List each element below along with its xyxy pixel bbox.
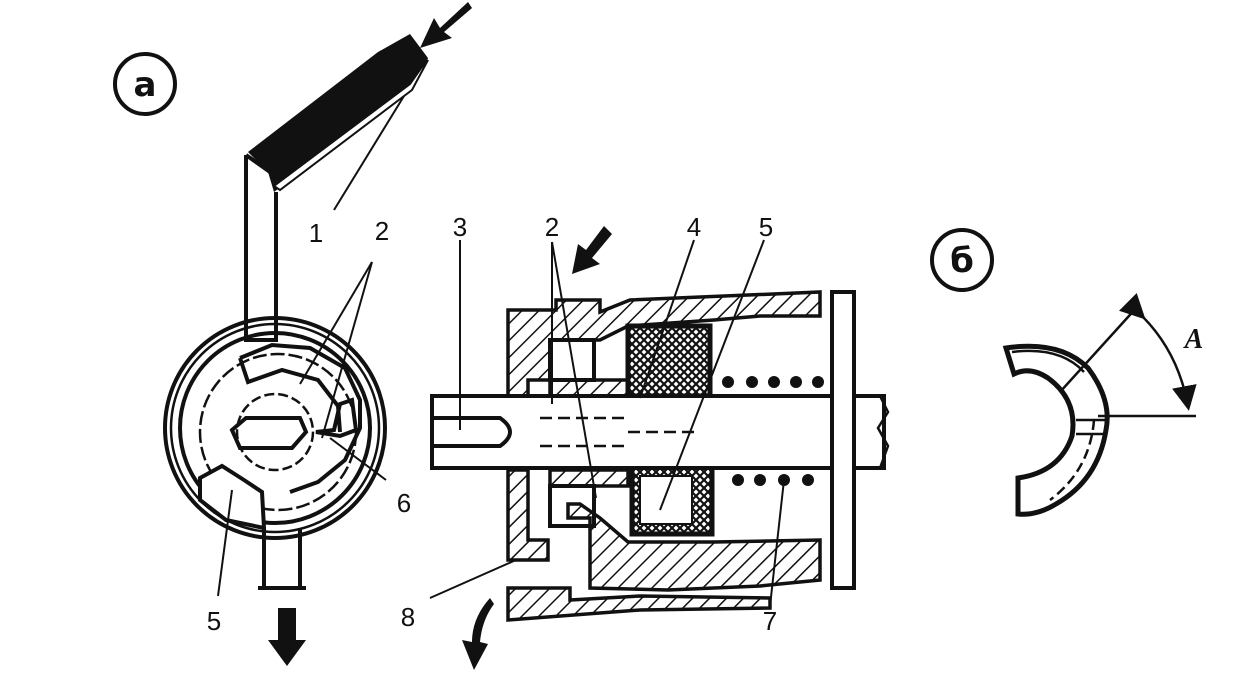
cam-disc	[163, 316, 387, 590]
input-arrow-top	[420, 2, 472, 48]
label-6: 6	[397, 488, 411, 518]
label-7: 7	[763, 606, 777, 636]
panel-b-text: б	[950, 241, 974, 281]
panel-a-text: а	[134, 65, 157, 105]
leader-lines-a	[217, 95, 405, 597]
angle-label-a: A	[1183, 324, 1204, 355]
section-view: 3 2 4 5 8 7	[401, 212, 890, 670]
input-arrow-section	[572, 226, 612, 274]
view-a: а	[113, 2, 472, 666]
label-8: 8	[401, 602, 415, 632]
label-2-left: 2	[375, 216, 389, 246]
rotate-arrow	[462, 598, 494, 670]
output-arrow-down	[268, 608, 306, 666]
panel-label-a: а	[113, 52, 177, 116]
leader-lines-section	[429, 239, 785, 607]
label-5-left: 5	[207, 606, 221, 636]
label-5-section: 5	[759, 212, 773, 242]
lever-1	[244, 34, 429, 342]
view-b: б A	[930, 228, 1204, 517]
label-2-section: 2	[545, 212, 559, 242]
label-4: 4	[687, 212, 701, 242]
panel-label-b: б	[930, 228, 994, 292]
half-ring	[1002, 343, 1110, 517]
label-1: 1	[309, 218, 323, 248]
label-3: 3	[453, 212, 467, 242]
